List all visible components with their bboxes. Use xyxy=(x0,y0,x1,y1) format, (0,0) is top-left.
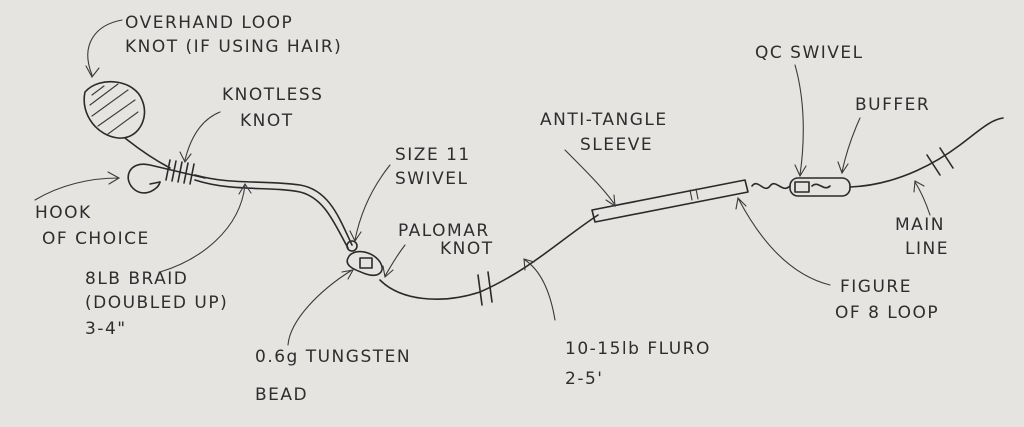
hair-line xyxy=(124,137,171,169)
braid-line xyxy=(194,174,353,246)
size-11-swivel xyxy=(346,240,358,252)
label-qc-swivel: QC SWIVEL xyxy=(755,43,864,63)
label-sleeve-2: SLEEVE xyxy=(580,135,653,155)
label-overhand-loop-knot: OVERHAND LOOP xyxy=(125,13,293,33)
hook-icon xyxy=(127,163,206,194)
bait-blob xyxy=(83,80,146,139)
label-figure-8: FIGURE xyxy=(840,277,912,297)
main-line xyxy=(849,117,1004,188)
label-swivel: SIZE 11 xyxy=(395,145,471,165)
label-knotless-knot-2: KNOT xyxy=(240,111,294,131)
label-bead: 0.6g TUNGSTEN xyxy=(255,347,411,367)
label-braid: 8LB BRAID xyxy=(85,269,188,289)
label-overhand-loop-knot-2: KNOT (IF USING HAIR) xyxy=(125,37,342,57)
label-sleeve: ANTI-TANGLE xyxy=(540,110,668,130)
label-hook: HOOK xyxy=(35,203,92,223)
knotless-knot-wraps xyxy=(165,159,195,185)
label-buffer: BUFFER xyxy=(855,95,930,115)
label-main-line: MAIN xyxy=(895,215,945,235)
label-hook-2: OF CHOICE xyxy=(42,229,150,249)
label-palomar: PALOMAR xyxy=(398,221,490,241)
label-figure-8-2: OF 8 LOOP xyxy=(835,303,939,323)
pointer-arrows xyxy=(34,19,931,346)
label-fluoro: 10-15lb FLURO xyxy=(565,339,711,359)
anti-tangle-sleeve xyxy=(591,179,749,223)
label-swivel-2: SWIVEL xyxy=(395,169,468,189)
label-knotless-knot: KNOTLESS xyxy=(222,85,323,105)
tungsten-bead xyxy=(346,250,383,277)
label-palomar-2: KNOT xyxy=(440,239,494,259)
label-braid-2: (DOUBLED UP) xyxy=(85,293,228,313)
label-bead-2: BEAD xyxy=(255,385,308,405)
qc-swivel xyxy=(751,182,791,190)
label-braid-3: 3-4" xyxy=(85,319,127,339)
label-main-line-2: LINE xyxy=(905,239,949,259)
label-fluoro-2: 2-5' xyxy=(565,369,603,389)
